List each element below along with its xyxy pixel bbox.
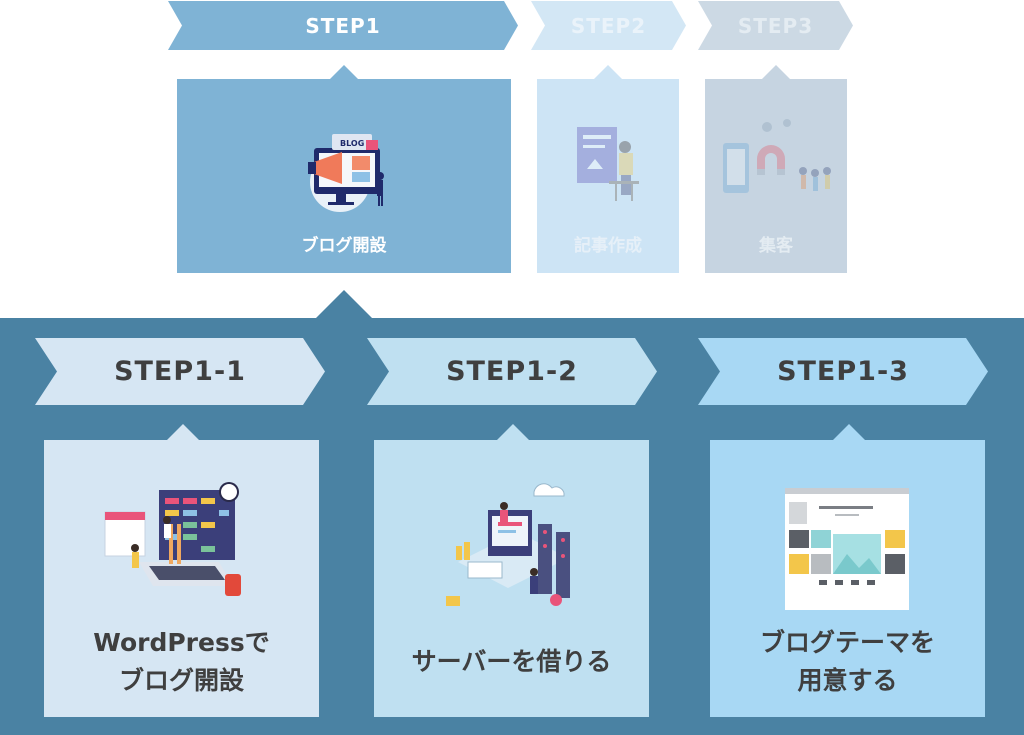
- substep3-chevron: STEP1-3: [698, 338, 988, 405]
- step1-pointer: [330, 65, 358, 79]
- substep2-pointer: [497, 424, 529, 440]
- substep3-title-line1: ブログテーマを: [759, 628, 935, 657]
- web-theme-layout-illustration: [785, 488, 909, 610]
- substep2-chevron: STEP1-2: [367, 338, 657, 405]
- step2-pointer: [594, 65, 622, 79]
- substep1-chevron: STEP1-1: [35, 338, 325, 405]
- substep1-pointer: [167, 424, 199, 440]
- step2-title: 記事作成: [574, 236, 642, 256]
- substep3-title-line2: 用意する: [797, 666, 898, 695]
- substep3-label: STEP1-3: [777, 356, 909, 387]
- step2-label: STEP2: [570, 13, 647, 38]
- substep2-label: STEP1-2: [446, 356, 578, 387]
- server-network-illustration: [446, 483, 570, 606]
- substep2-title-line1: サーバーを借りる: [411, 647, 612, 676]
- substep1-title-line2: ブログ開設: [118, 666, 244, 695]
- step1-title: ブログ開設: [301, 236, 387, 256]
- writing-person-illustration: [577, 127, 639, 201]
- blog-megaphone-illustration: BLOG: [308, 134, 384, 212]
- substep1-title-line1: WordPressで: [93, 628, 270, 657]
- step2-chevron: STEP2: [531, 1, 686, 50]
- step3-pointer: [762, 65, 790, 79]
- step3-title: 集客: [759, 236, 793, 256]
- substep1-card: WordPressで ブログ開設: [44, 424, 319, 717]
- step3-label: STEP3: [737, 13, 814, 38]
- calendar-planning-illustration: [104, 482, 241, 596]
- step1-label: STEP1: [305, 13, 381, 38]
- substep3-card: ブログテーマを 用意する: [710, 424, 985, 717]
- step1-chevron: STEP1: [168, 1, 518, 50]
- substep3-pointer: [833, 424, 865, 440]
- svg-text:BLOG: BLOG: [340, 139, 364, 148]
- step3-chevron: STEP3: [698, 1, 853, 50]
- step2-card: 記事作成: [537, 65, 679, 273]
- step1-card: BLOG ブログ開設: [177, 65, 511, 273]
- step3-card: 集客: [705, 65, 847, 273]
- magnet-attraction-illustration: [723, 119, 831, 193]
- substep2-card: サーバーを借りる: [374, 424, 649, 717]
- panel-pointer: [316, 290, 372, 318]
- substep1-label: STEP1-1: [114, 356, 246, 387]
